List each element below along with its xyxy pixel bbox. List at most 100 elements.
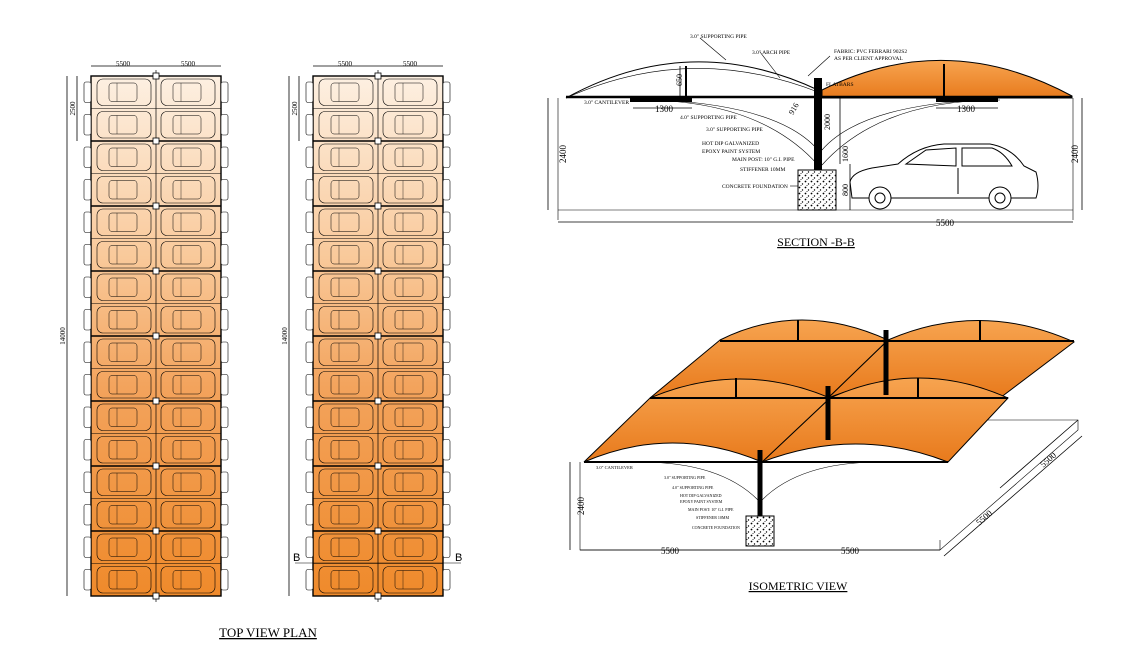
- plan-car-front: [305, 439, 314, 461]
- plan-post: [152, 462, 160, 470]
- plan-car-front: [442, 114, 451, 136]
- iso-dim-text-span-right: 5500: [841, 546, 860, 556]
- label-client-approval: AS PER CLIENT APPROVAL: [834, 56, 903, 62]
- isometric-title: ISOMETRIC VIEW: [749, 579, 848, 593]
- dim-text-cantilever-right: 1300: [957, 104, 976, 114]
- plan-post: [152, 592, 160, 600]
- plan-car-front: [83, 244, 92, 266]
- plan-car: [318, 403, 374, 431]
- iso-foundation: [745, 515, 775, 547]
- plan-car: [382, 371, 438, 399]
- plan-car: [96, 111, 152, 139]
- plan-car: [160, 533, 216, 561]
- plan-post: [374, 72, 382, 80]
- plan-car: [382, 566, 438, 594]
- plan-post: [374, 462, 382, 470]
- plan-car-front: [220, 179, 229, 201]
- right-canopy-fabric: [821, 59, 1073, 99]
- left-support-curve-1: [639, 99, 819, 166]
- plan-car-front: [305, 81, 314, 103]
- iso-ground-outline: [579, 419, 1079, 551]
- plan-car-front: [305, 146, 314, 168]
- plan-car: [160, 371, 216, 399]
- plan-car-front: [220, 341, 229, 363]
- iso-label-epoxy: EPOXY PAINT SYSTEM: [680, 499, 723, 504]
- dim-text-height-right: 2400: [1070, 145, 1080, 164]
- plan-car: [318, 176, 374, 204]
- plan-car-front: [220, 374, 229, 396]
- plan-car-front: [83, 504, 92, 526]
- iso-label-supporting-pipe-3: 3.0" SUPPORTING PIPE: [664, 475, 706, 480]
- plan-car-front: [305, 341, 314, 363]
- plan-car-front: [305, 504, 314, 526]
- plan-car-front: [305, 309, 314, 331]
- label-epoxy: EPOXY PAINT SYSTEM: [702, 149, 760, 155]
- label-supporting-pipe-4: 4.0" SUPPORTING PIPE: [680, 115, 737, 121]
- dim-text-post-height: 2000: [823, 114, 832, 130]
- plan-car: [96, 566, 152, 594]
- plan-car: [382, 436, 438, 464]
- plan-car-front: [83, 179, 92, 201]
- leader-supporting-pipe: [699, 37, 727, 61]
- plan-car-front: [83, 374, 92, 396]
- plan-car-front: [442, 179, 451, 201]
- plan-car-front: [305, 179, 314, 201]
- plan-post: [374, 267, 382, 275]
- section-b-b: 3.0" SUPPORTING PIPE 3.0" ARCH PIPE FABR…: [547, 34, 1083, 249]
- isometric-view: 3.0" CANTILEVER 3.0" SUPPORTING PIPE 4.0…: [569, 319, 1083, 593]
- plan-car: [382, 306, 438, 334]
- plan-car: [318, 306, 374, 334]
- plan-car-front: [220, 114, 229, 136]
- main-post: [814, 78, 822, 170]
- plan-car-front: [442, 276, 451, 298]
- plan-car: [96, 338, 152, 366]
- plan-car-front: [220, 536, 229, 558]
- plan-car: [318, 241, 374, 269]
- label-galvanized: HOT DIP GALVANIZED: [702, 141, 759, 147]
- plan-car-front: [83, 81, 92, 103]
- plan-car-front: [442, 504, 451, 526]
- plan-car-front: [442, 471, 451, 493]
- dim-text-clearance: 1600: [841, 146, 850, 162]
- plan-car-front: [220, 406, 229, 428]
- plan-car: [96, 468, 152, 496]
- plan-car: [318, 371, 374, 399]
- right-flatbar: [936, 98, 998, 102]
- plan-car: [318, 78, 374, 106]
- plan-post: [152, 527, 160, 535]
- plan-car-front: [442, 309, 451, 331]
- leader-fabric: [807, 55, 831, 77]
- plan-car: [382, 533, 438, 561]
- plan-dim-text-width: 5500: [116, 60, 131, 68]
- label-foundation: CONCRETE FOUNDATION: [722, 184, 788, 190]
- plan-car-front: [83, 114, 92, 136]
- plan-car-front: [83, 146, 92, 168]
- plan-car-front: [220, 504, 229, 526]
- plan-car-front: [442, 81, 451, 103]
- section-mark-right: B: [455, 552, 462, 564]
- iso-label-galvanized: HOT DIP GALVANIZED: [680, 493, 722, 498]
- label-fabric: FABRIC: PVC FERRARI 902S2: [834, 49, 907, 55]
- plan-post: [374, 332, 382, 340]
- plan-car: [160, 208, 216, 236]
- section-mark-left: B: [293, 552, 300, 564]
- plan-car-front: [305, 406, 314, 428]
- car-drawing: [849, 143, 1039, 210]
- plan-car: [160, 241, 216, 269]
- dim-text-span: 5500: [936, 218, 955, 228]
- plan-car-front: [220, 81, 229, 103]
- plan-car-front: [83, 276, 92, 298]
- plan-post: [374, 137, 382, 145]
- plan-car: [318, 143, 374, 171]
- plan-car: [318, 338, 374, 366]
- label-stiffener: STIFFENER 10MM: [740, 167, 785, 173]
- plan-car-front: [442, 341, 451, 363]
- plan-car-front: [220, 309, 229, 331]
- plan-dim-text-bay: 2500: [291, 101, 299, 116]
- plan-car: [318, 533, 374, 561]
- label-arch-pipe: 3.0" ARCH PIPE: [752, 50, 791, 56]
- plan-car: [382, 208, 438, 236]
- section-title: SECTION -B-B: [777, 235, 855, 249]
